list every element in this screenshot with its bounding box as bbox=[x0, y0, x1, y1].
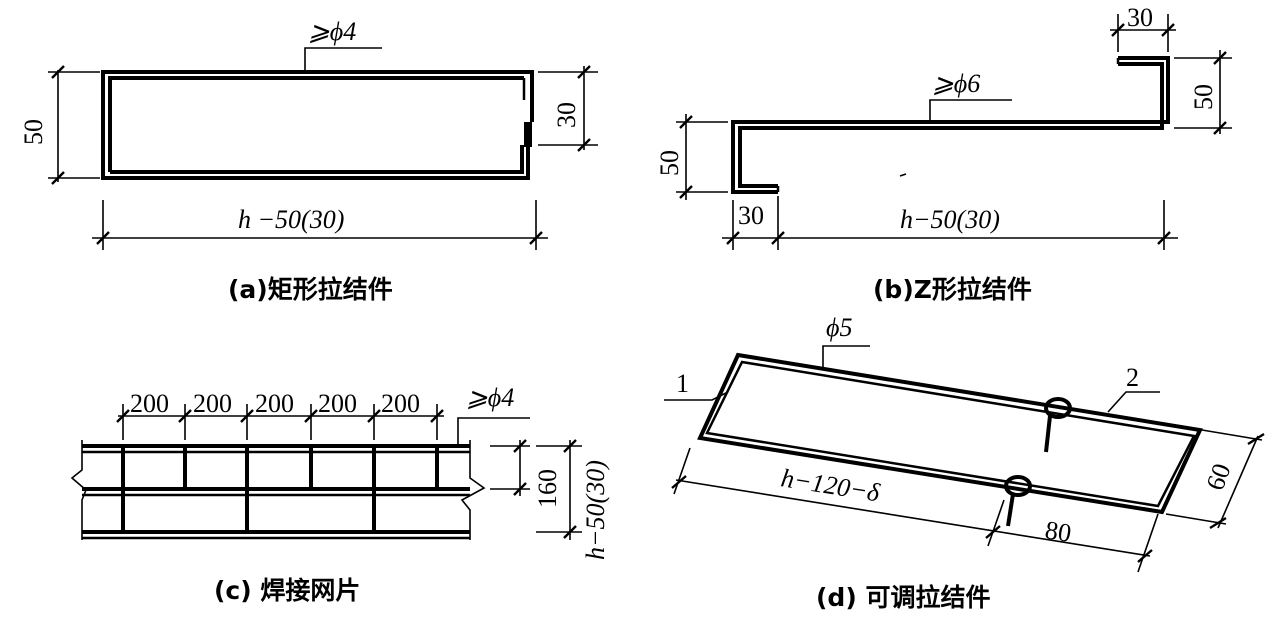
height-dimension-ticks bbox=[51, 65, 65, 185]
spacing-label-2: 200 bbox=[193, 389, 232, 418]
eye-upper-pin bbox=[1044, 415, 1052, 453]
eye-lower bbox=[1004, 475, 1032, 497]
wire-diameter-label: ⩾ϕ4 bbox=[308, 17, 356, 46]
hook-dimension-label: 30 bbox=[552, 102, 581, 128]
panel-c-caption: (c) 焊接网片 bbox=[214, 576, 360, 605]
panel-b-z-tie: ⩾ϕ6 30 50 50 30 h−50(30) (b)Z形拉结件 bbox=[655, 3, 1232, 304]
panel-a-caption: (a)矩形拉结件 bbox=[228, 275, 393, 304]
panel-d-adjustable-tie: ϕ5 1 2 60 h−120−δ 80 (d) 可调拉结件 bbox=[664, 313, 1265, 612]
length-dimension-line bbox=[673, 447, 1159, 573]
top-hook-dimension-line bbox=[1110, 14, 1176, 52]
panel-a-rectangular-tie: ⩾ϕ4 50 30 h −50(30) (a)矩形拉结件 bbox=[19, 17, 598, 304]
wire-diameter-label: ⩾ϕ6 bbox=[932, 69, 980, 98]
panel-b-caption: (b)Z形拉结件 bbox=[873, 275, 1032, 304]
offset-dimension-label: 80 bbox=[1043, 515, 1073, 548]
depth-dimension-ticks bbox=[1209, 432, 1265, 530]
depth-dimension-label: 60 bbox=[1200, 460, 1236, 494]
spacing-label-4: 200 bbox=[318, 389, 357, 418]
panel-d-caption: (d) 可调拉结件 bbox=[816, 583, 990, 612]
wire-label-leader bbox=[929, 99, 1012, 122]
callout-1-label: 1 bbox=[676, 369, 689, 398]
mesh-bar-shadows bbox=[82, 450, 470, 540]
wire-diameter-label: ⩾ϕ4 bbox=[466, 383, 514, 412]
mesh-cross-wires bbox=[121, 446, 439, 532]
spacing-label-5: 200 bbox=[381, 389, 420, 418]
length-dimension-label: h−120−δ bbox=[779, 463, 882, 507]
right-height-dimension-ticks bbox=[1213, 51, 1227, 135]
left-break-line bbox=[70, 440, 87, 540]
z-tie-wire bbox=[731, 56, 1170, 194]
adjustable-tie-wire bbox=[697, 352, 1203, 515]
wire-label-leader bbox=[457, 417, 530, 446]
length-dimension-ticks bbox=[96, 231, 543, 245]
spacing-160-dimension-label: 160 bbox=[533, 469, 562, 508]
rectangular-tie-inner-wire bbox=[108, 76, 524, 172]
height-dimension-label: 50 bbox=[19, 119, 48, 145]
length-dimension-ticks bbox=[671, 475, 1153, 563]
eye-upper bbox=[1044, 397, 1072, 419]
length-dimension-label: h −50(30) bbox=[238, 205, 344, 234]
eye-lower-pin bbox=[1006, 493, 1015, 527]
spacing-dimension-ticks bbox=[116, 409, 444, 423]
length-dimension-line bbox=[722, 196, 1178, 250]
height-dimension-line bbox=[48, 70, 100, 182]
wire-diameter-label: ϕ5 bbox=[826, 313, 852, 342]
stray-mark bbox=[899, 173, 907, 177]
length-dimension-label: h−50(30) bbox=[900, 205, 1000, 234]
z-tie-wire-ends bbox=[776, 58, 1120, 192]
top-hook-dimension-label: 30 bbox=[1127, 3, 1153, 32]
wire-label-leader bbox=[822, 345, 870, 368]
spacing-160-dimension-line bbox=[490, 440, 530, 496]
spacing-label-3: 200 bbox=[255, 389, 294, 418]
width-dimension-ticks bbox=[563, 439, 577, 539]
right-height-dimension-line bbox=[1174, 50, 1232, 134]
bottom-hook-dimension-label: 30 bbox=[738, 201, 764, 230]
panel-c-welded-mesh: 200 200 200 200 200 ⩾ϕ4 160 h−50(30) (c)… bbox=[70, 383, 610, 605]
length-dimension-ticks bbox=[726, 231, 1171, 245]
rectangular-tie-wire bbox=[101, 70, 534, 180]
spacing-160-dimension-ticks bbox=[513, 439, 527, 496]
left-height-dimension-ticks bbox=[679, 115, 693, 199]
left-height-dimension-label: 50 bbox=[655, 150, 684, 176]
z-tie-inner-wire bbox=[738, 62, 1164, 188]
hook-dimension-line bbox=[538, 66, 598, 150]
top-hook-dimension-ticks bbox=[1111, 23, 1175, 37]
hook-dimension-ticks bbox=[577, 65, 591, 152]
weld-mark bbox=[524, 122, 532, 147]
spacing-dimension-line bbox=[118, 404, 444, 440]
callout-1-leader bbox=[664, 391, 729, 401]
spacing-label-1: 200 bbox=[130, 389, 169, 418]
callout-2-label: 2 bbox=[1126, 363, 1139, 392]
adjustable-tie-inner-wire bbox=[705, 360, 1196, 508]
rectangular-tie-inner-wire-bottom bbox=[110, 145, 524, 174]
depth-dimension-line bbox=[1165, 429, 1263, 529]
right-height-dimension-label: 50 bbox=[1189, 84, 1218, 110]
right-break-line bbox=[460, 440, 486, 540]
width-dimension-line bbox=[536, 440, 582, 540]
wire-label-leader bbox=[304, 47, 382, 72]
length-dimension-line bbox=[92, 200, 548, 250]
callout-2-leader bbox=[1107, 391, 1160, 413]
width-dimension-label: h−50(30) bbox=[581, 460, 610, 560]
